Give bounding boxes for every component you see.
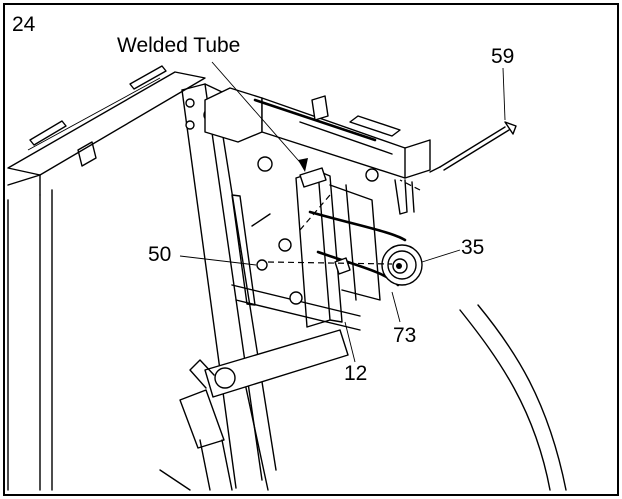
part-59-callout: 59	[491, 45, 515, 68]
part-35-callout: 35	[461, 236, 485, 259]
part-73-callout: 73	[393, 324, 417, 347]
leader-lines	[179, 61, 506, 363]
lower-arm	[159, 329, 349, 491]
rear-leg	[459, 304, 567, 491]
part-12-callout: 12	[344, 362, 368, 385]
part-50-callout: 50	[148, 243, 172, 266]
welded-tube-callout: Welded Tube	[117, 34, 241, 57]
bolt-59	[429, 121, 517, 173]
hardware-50	[251, 179, 421, 305]
left-frame	[7, 65, 206, 491]
step-number: 24	[12, 13, 36, 36]
belt-and-pulley	[308, 210, 423, 287]
top-rail	[204, 87, 431, 215]
welded-tube-bracket	[231, 167, 381, 331]
